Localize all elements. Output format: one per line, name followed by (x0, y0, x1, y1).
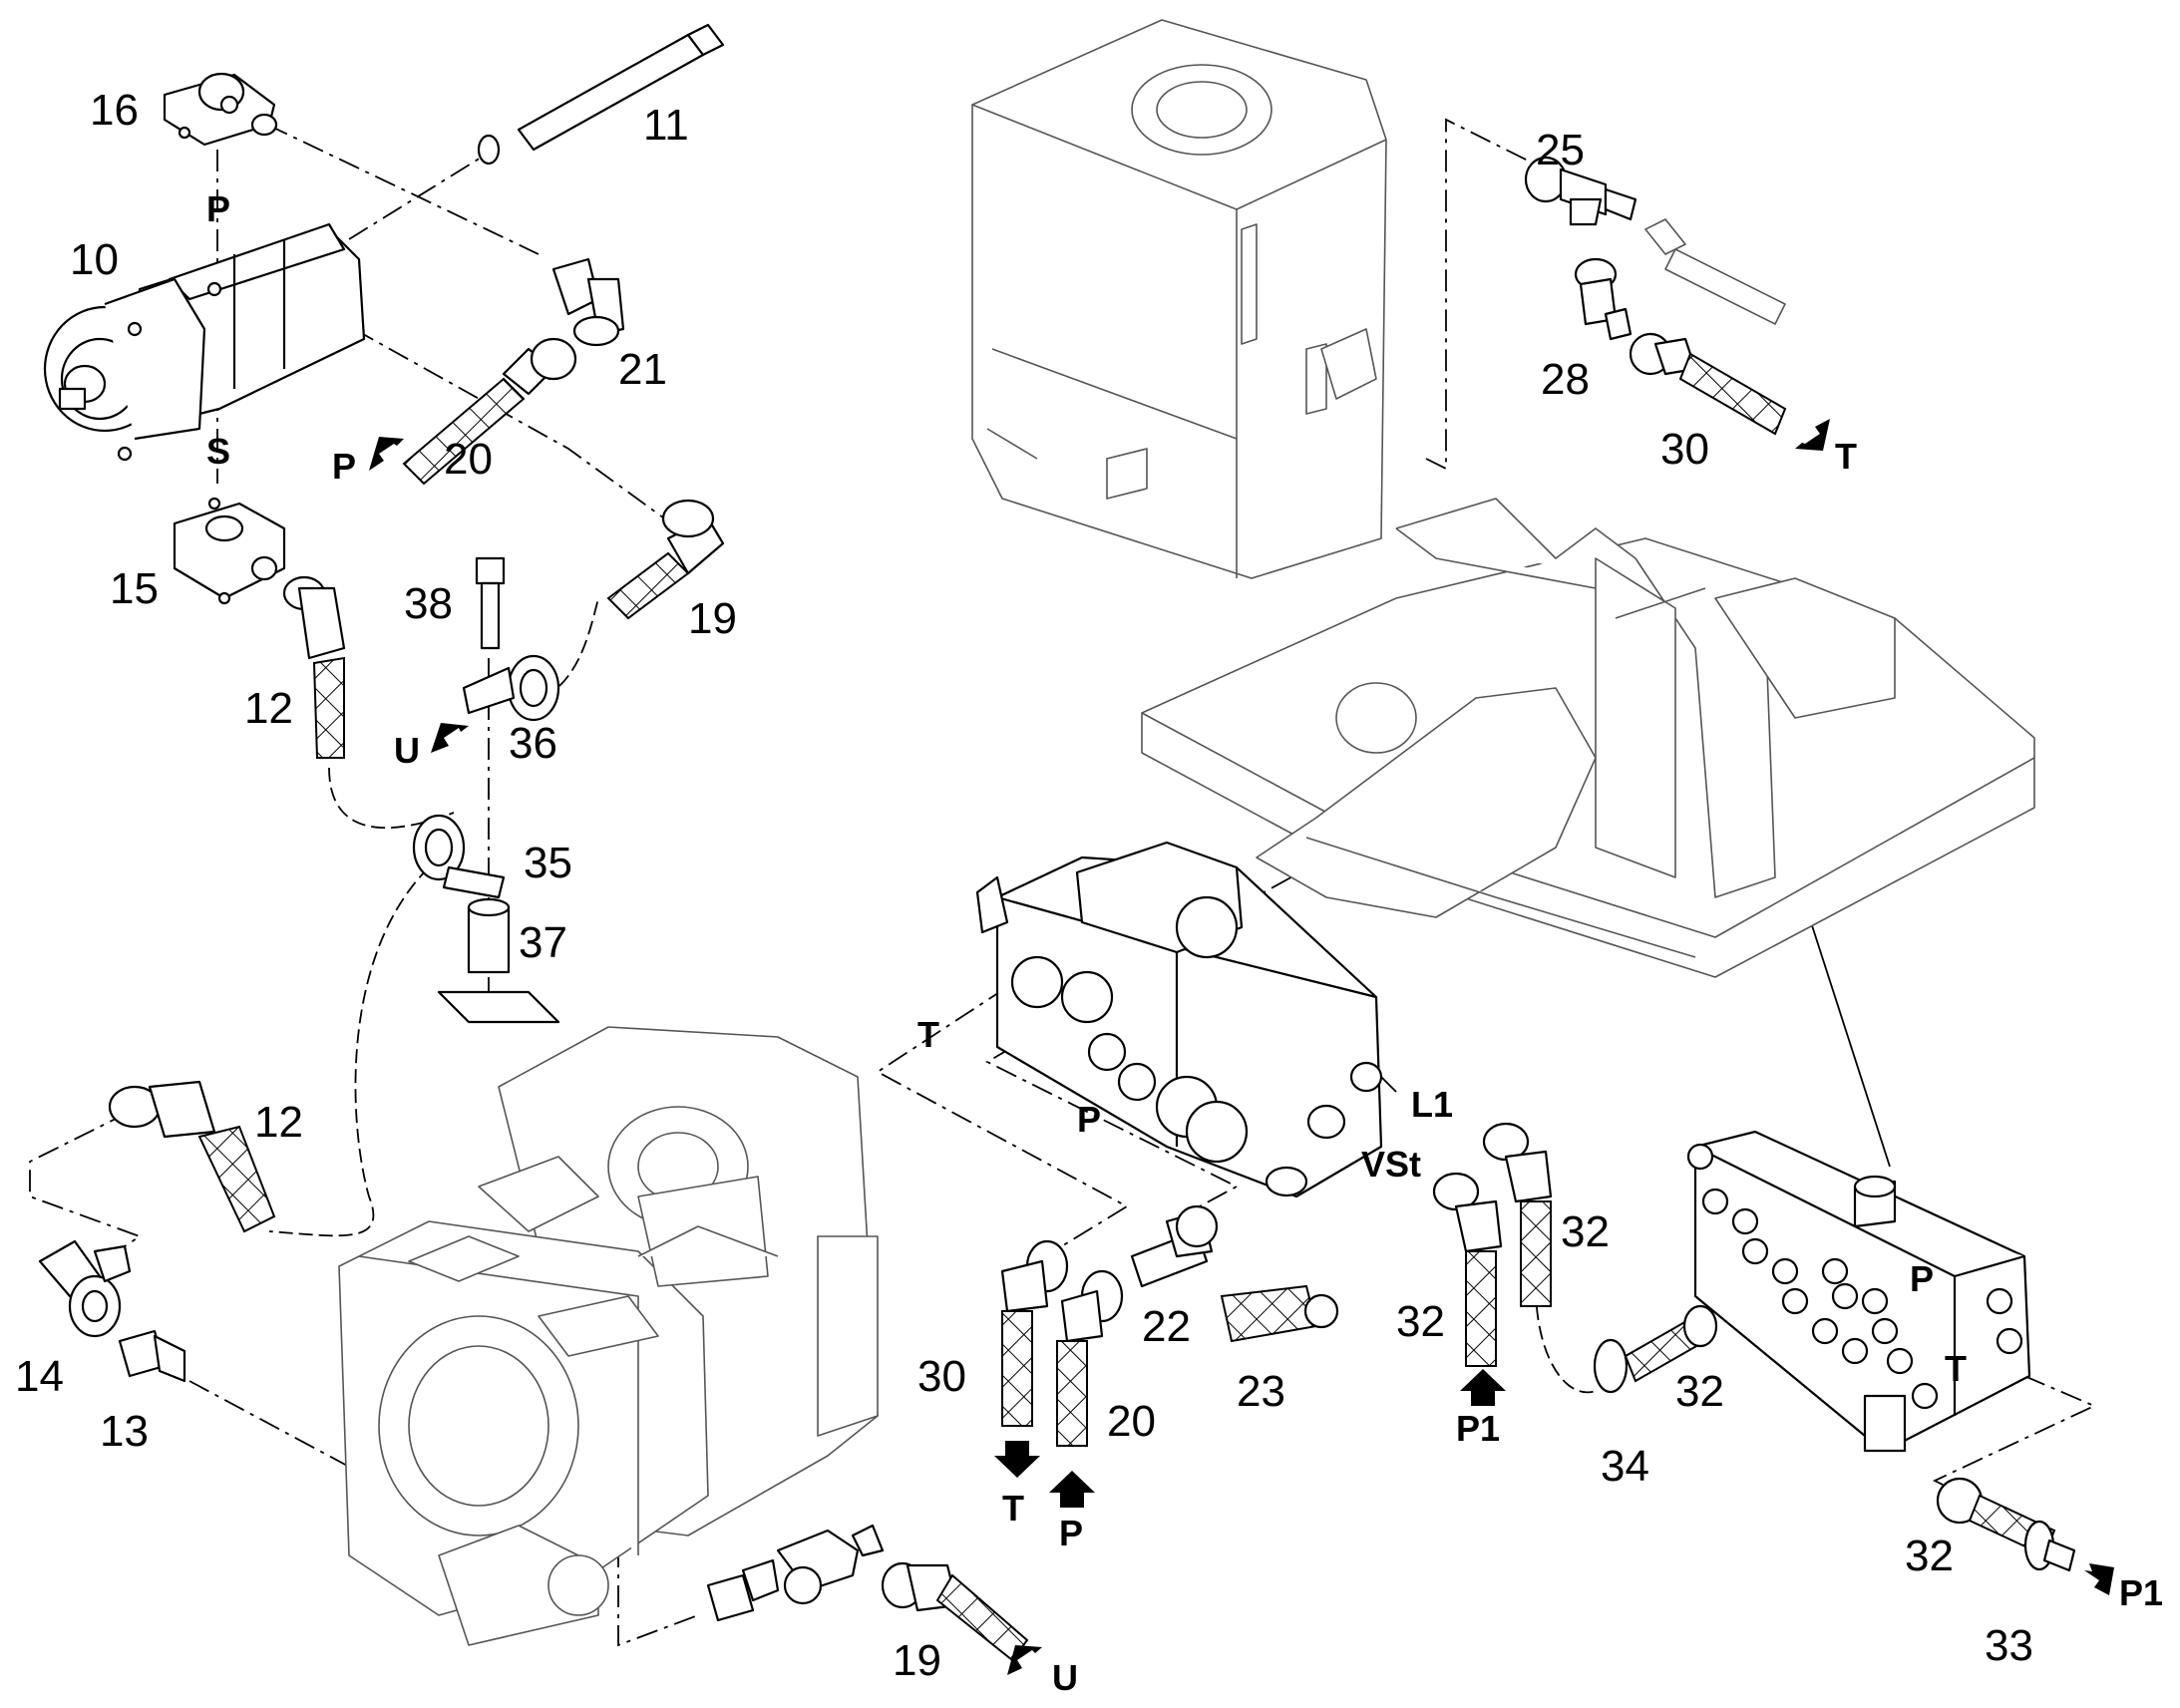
flow-label-valve-vst: VSt (1361, 1144, 1421, 1185)
label-part-34: 34 (1601, 1442, 1649, 1491)
part-labels: 16 11 10 21 20 15 38 19 12 36 35 37 12 1… (15, 86, 2033, 1685)
flow-label-hose33-p1: P1 (2119, 1572, 2163, 1613)
label-part-23: 23 (1237, 1367, 1285, 1416)
clamp-36 (462, 654, 560, 722)
arrow-icon (431, 723, 469, 753)
arrow-icon (1795, 419, 1830, 451)
hose-32-vst (1432, 1172, 1503, 1367)
arrow-icon (1460, 1369, 1506, 1406)
label-part-30: 30 (1660, 425, 1709, 474)
label-part-19: 19 (688, 594, 737, 643)
label-part-13: 13 (100, 1407, 149, 1456)
flow-label-manifold-t: T (1945, 1348, 1967, 1389)
distribution-manifold (1686, 1130, 2031, 1453)
hose-ghost-25 (1644, 218, 1786, 325)
flow-label-hose32-p1: P1 (1456, 1408, 1500, 1449)
hose-12-upper (282, 575, 346, 759)
flow-label-manifold-p: P (1910, 1258, 1934, 1299)
fitting-23 (1220, 1284, 1339, 1343)
flange-16 (163, 72, 278, 147)
flow-label-pump-s: S (206, 431, 230, 472)
label-part-20: 20 (444, 435, 493, 484)
hose-20-upper (402, 337, 577, 486)
arrow-icon (994, 1441, 1040, 1478)
flow-label-valve-l1: L1 (1411, 1084, 1453, 1125)
label-part-22: 22 (1142, 1302, 1191, 1351)
spacer-37 (437, 897, 560, 1024)
tee-22 (1130, 1204, 1219, 1288)
fitting-34 (1593, 1304, 1718, 1394)
flow-label-hose20b-p: P (1059, 1513, 1083, 1553)
hose-20-lower (1056, 1269, 1124, 1447)
label-part-35: 35 (524, 839, 572, 887)
label-part-32-vst: 32 (1396, 1297, 1445, 1346)
flow-label-valve-t: T (917, 1014, 939, 1055)
bolt-38 (475, 556, 506, 650)
label-part-25: 25 (1536, 126, 1585, 174)
hose-19-upper (606, 499, 725, 620)
label-part-30-lower: 30 (917, 1352, 966, 1401)
arrow-icon (1049, 1471, 1095, 1508)
flow-label-hose20-p: P (332, 446, 356, 487)
label-part-19-lower: 19 (893, 1636, 941, 1685)
label-part-32-l1: 32 (1561, 1207, 1610, 1256)
gear-pump (43, 222, 366, 462)
hydraulic-tank (971, 19, 1387, 579)
hose-12-lower (108, 1080, 276, 1233)
elbow-21 (551, 257, 625, 347)
hose-32-p1 (1936, 1477, 2076, 1572)
flow-arrows (369, 419, 2114, 1675)
control-valve-block (975, 841, 1383, 1198)
flow-label-hose19-u: U (1052, 1657, 1078, 1698)
label-part-14: 14 (15, 1352, 64, 1401)
flow-labels: P S P U U T T P L1 VSt T P P1 P T P1 (206, 188, 2163, 1698)
label-part-28: 28 (1541, 355, 1590, 404)
label-part-15: 15 (110, 564, 159, 613)
label-part-33: 33 (1985, 1621, 2033, 1670)
label-part-20-lower: 20 (1107, 1397, 1156, 1446)
arrow-icon (1007, 1645, 1042, 1675)
clamp-35 (412, 814, 506, 899)
flow-label-pump-p: P (206, 188, 230, 229)
flow-label-tank-t: T (1835, 436, 1857, 477)
transmission-fittings (706, 1524, 885, 1622)
flow-label-clamp-u: U (394, 730, 420, 771)
elbow-28 (1574, 257, 1633, 341)
flow-label-hose30-t: T (1002, 1488, 1024, 1529)
arrow-icon (2084, 1563, 2114, 1595)
hose-32-l1 (1482, 1122, 1553, 1307)
label-part-10: 10 (70, 235, 119, 284)
fitting-14 (38, 1239, 132, 1338)
machine-frame (1141, 498, 2035, 978)
label-part-21: 21 (618, 345, 667, 394)
tee-25 (1524, 156, 1637, 226)
label-part-12: 12 (244, 684, 293, 733)
label-part-38: 38 (404, 579, 453, 628)
label-part-12-lower: 12 (254, 1098, 303, 1147)
label-part-32-manifold: 32 (1675, 1367, 1724, 1416)
hose-30-lower (1000, 1239, 1069, 1427)
manifold-ports (1686, 1143, 2023, 1410)
flange-15 (173, 497, 286, 605)
label-part-16: 16 (90, 86, 139, 135)
fitting-13 (118, 1329, 186, 1383)
flow-label-valve-p: P (1077, 1099, 1101, 1140)
transmission-housing (338, 1026, 879, 1646)
label-part-36: 36 (509, 719, 557, 768)
hose-30-upper (1629, 332, 1787, 436)
label-part-37: 37 (519, 918, 567, 967)
label-part-32-p1: 32 (1905, 1532, 1954, 1580)
bolt-11 (477, 23, 725, 166)
hose-19-lower (881, 1561, 1029, 1662)
arrow-icon (369, 437, 404, 471)
label-part-11: 11 (643, 101, 689, 150)
